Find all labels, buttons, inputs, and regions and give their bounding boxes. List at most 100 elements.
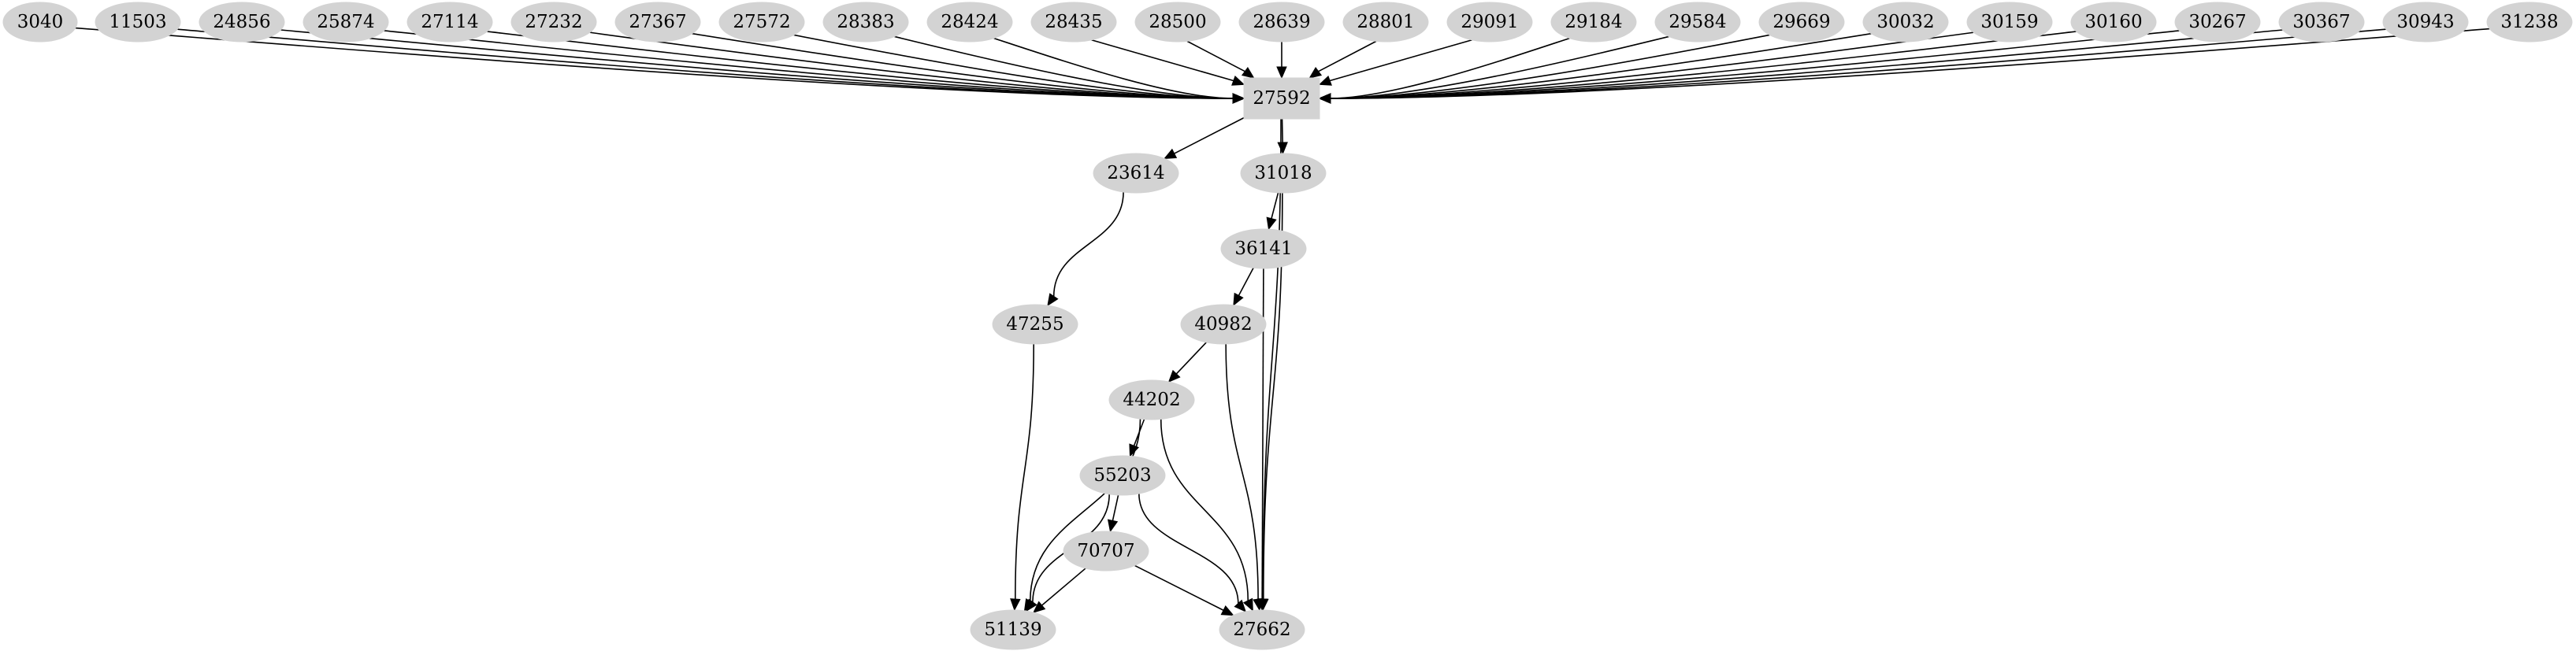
node-30032[interactable]: 30032 [1862, 2, 1949, 43]
node-31238[interactable]: 31238 [2486, 2, 2573, 43]
node-30943[interactable]: 30943 [2382, 2, 2469, 43]
node-25874[interactable]: 25874 [303, 2, 389, 43]
node-shape-30032 [1862, 2, 1949, 43]
node-label-27114: 27114 [421, 12, 478, 32]
edge-31018-to-36141 [1271, 192, 1279, 219]
node-40982[interactable]: 40982 [1180, 304, 1267, 345]
arrowhead-70707-to-27662 [1220, 605, 1234, 616]
node-23614[interactable]: 23614 [1093, 153, 1179, 194]
node-28435[interactable]: 28435 [1030, 2, 1117, 43]
arrowhead-28435-to-27592 [1231, 76, 1245, 86]
arrowhead-70707-to-51139 [1032, 601, 1046, 613]
node-28500[interactable]: 28500 [1134, 2, 1221, 43]
edge-27232-to-27592 [589, 31, 1234, 99]
node-shape-28435 [1030, 2, 1117, 43]
node-shape-51139 [970, 609, 1056, 650]
edge-70707-to-51139 [1041, 568, 1086, 606]
node-shape-27662 [1219, 609, 1305, 650]
edge-28424-to-27592 [993, 37, 1234, 99]
node-shape-31018 [1240, 153, 1327, 194]
node-47255[interactable]: 47255 [992, 304, 1078, 345]
edge-27592-to-31018 [1281, 118, 1283, 143]
edge-44202-to-51139 [1029, 419, 1141, 601]
node-28639[interactable]: 28639 [1238, 2, 1325, 43]
edge-28801-to-27592 [1318, 40, 1377, 72]
node-11503[interactable]: 11503 [95, 2, 181, 43]
edge-23614-to-47255 [1052, 191, 1124, 297]
node-29184[interactable]: 29184 [1550, 2, 1637, 43]
node-shape-31238 [2486, 2, 2573, 43]
node-shape-30159 [1966, 2, 2053, 43]
edge-40982-to-27662 [1225, 343, 1259, 600]
edge-28500-to-27592 [1186, 40, 1245, 72]
node-label-29669: 29669 [1772, 12, 1830, 32]
edge-28435-to-27592 [1091, 39, 1234, 82]
node-30159[interactable]: 30159 [1966, 2, 2053, 43]
node-24856[interactable]: 24856 [199, 2, 285, 43]
node-shape-27367 [614, 2, 701, 43]
node-27662[interactable]: 27662 [1219, 609, 1305, 650]
node-51139[interactable]: 51139 [970, 609, 1056, 650]
node-3040[interactable]: 3040 [2, 2, 78, 43]
edge-27592-to-23614 [1174, 117, 1245, 154]
node-shape-27114 [406, 2, 493, 43]
edge-27367-to-27592 [692, 32, 1234, 99]
edge-29091-to-27592 [1329, 39, 1472, 82]
node-55203[interactable]: 55203 [1079, 455, 1166, 496]
node-44202[interactable]: 44202 [1108, 379, 1195, 420]
arrowhead-36141-to-40982 [1233, 292, 1244, 306]
node-28424[interactable]: 28424 [926, 2, 1013, 43]
node-label-3040: 3040 [17, 12, 64, 32]
node-shape-29584 [1654, 2, 1741, 43]
arrowhead-55203-to-51139 [1026, 598, 1037, 612]
node-label-44202: 44202 [1123, 390, 1180, 410]
arrowhead-40982-to-27662 [1253, 597, 1264, 612]
node-28801[interactable]: 28801 [1342, 2, 1429, 43]
node-label-28383: 28383 [837, 12, 894, 32]
node-shape-40982 [1180, 304, 1267, 345]
node-shape-55203 [1079, 455, 1166, 496]
node-27572[interactable]: 27572 [718, 2, 805, 43]
node-28383[interactable]: 28383 [822, 2, 909, 43]
node-label-51139: 51139 [984, 620, 1041, 640]
edge-27114-to-27592 [487, 31, 1234, 99]
arrowhead-28424-to-27592 [1232, 93, 1245, 104]
node-shape-27572 [718, 2, 805, 43]
node-29584[interactable]: 29584 [1654, 2, 1741, 43]
node-shape-3040 [2, 2, 78, 43]
node-shape-28424 [926, 2, 1013, 43]
node-29669[interactable]: 29669 [1758, 2, 1845, 43]
node-27114[interactable]: 27114 [406, 2, 493, 43]
node-label-27232: 27232 [525, 12, 582, 32]
node-label-27662: 27662 [1233, 620, 1290, 640]
arrowhead-29091-to-27592 [1318, 76, 1332, 86]
arrowhead-55203-to-70707 [1107, 519, 1119, 533]
node-29091[interactable]: 29091 [1446, 2, 1533, 43]
arrowhead-44202-to-27662 [1242, 597, 1253, 612]
node-label-30159: 30159 [1980, 12, 2038, 32]
node-27232[interactable]: 27232 [510, 2, 597, 43]
node-30267[interactable]: 30267 [2174, 2, 2261, 43]
arrowhead-55203-to-27662 [1234, 599, 1247, 612]
node-31018[interactable]: 31018 [1240, 153, 1327, 194]
arrowhead-47255-to-51139 [1010, 598, 1021, 612]
node-shape-47255 [992, 304, 1078, 345]
node-label-27367: 27367 [629, 12, 686, 32]
node-label-28424: 28424 [941, 12, 998, 32]
node-shape-28801 [1342, 2, 1429, 43]
node-30367[interactable]: 30367 [2278, 2, 2365, 43]
node-36141[interactable]: 36141 [1220, 228, 1307, 269]
node-shape-30160 [2070, 2, 2157, 43]
node-label-47255: 47255 [1006, 314, 1063, 335]
arrowhead-28500-to-27592 [1241, 66, 1255, 79]
node-70707[interactable]: 70707 [1063, 531, 1149, 571]
node-shape-23614 [1093, 153, 1179, 194]
node-27592[interactable]: 27592 [1243, 77, 1320, 120]
edge-29669-to-27592 [1330, 34, 1770, 99]
node-27367[interactable]: 27367 [614, 2, 701, 43]
node-label-30267: 30267 [2188, 12, 2246, 32]
node-30160[interactable]: 30160 [2070, 2, 2157, 43]
node-label-11503: 11503 [109, 12, 166, 32]
